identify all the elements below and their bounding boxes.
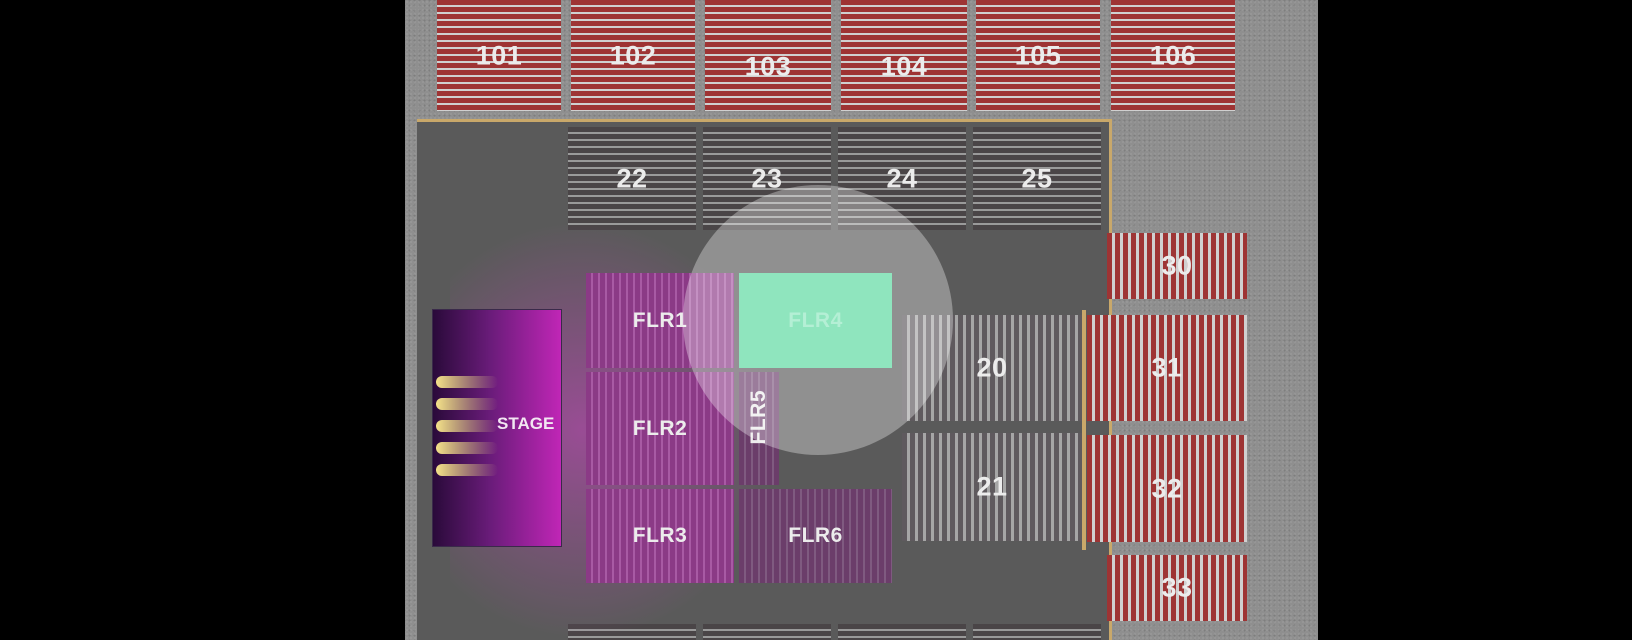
section-flr5[interactable]: FLR5 [739,372,779,485]
section-flr1-label: FLR1 [632,308,688,332]
section-105-label: 105 [1014,40,1062,70]
light-beam [436,442,498,454]
section-25-label: 25 [1021,163,1053,193]
light-beam [436,376,498,388]
section-22[interactable]: 22 [568,127,696,230]
section-23[interactable]: 23 [703,127,831,230]
rail-divider [1082,310,1086,550]
section-21-label: 21 [976,471,1008,502]
bottom-section-c[interactable] [838,624,966,640]
section-30-label: 30 [1161,250,1193,281]
section-30[interactable]: 30 [1107,233,1247,299]
stage-lights-icon [432,372,502,482]
section-20[interactable]: 20 [902,315,1082,421]
section-20-label: 20 [976,352,1008,383]
section-33-label: 33 [1161,572,1193,603]
section-104-label: 104 [880,51,928,82]
section-21[interactable]: 21 [902,433,1082,541]
section-101-label: 101 [475,40,523,70]
section-flr4[interactable]: FLR4 [739,273,892,368]
light-beam [436,398,498,410]
section-103[interactable]: 103 [705,0,831,111]
section-103-label: 103 [744,51,792,82]
section-106-label: 106 [1149,40,1197,70]
light-beam [436,464,498,476]
section-flr3[interactable]: FLR3 [586,489,734,583]
section-105[interactable]: 105 [976,0,1100,111]
section-104[interactable]: 104 [841,0,967,111]
section-flr1[interactable]: FLR1 [586,273,734,368]
section-24[interactable]: 24 [838,127,966,230]
section-24-label: 24 [886,163,918,193]
bottom-section-a[interactable] [568,624,696,640]
section-31[interactable]: 31 [1087,315,1247,421]
section-33[interactable]: 33 [1107,555,1247,621]
section-flr5-label: FLR5 [747,390,770,445]
section-102-label: 102 [609,40,657,70]
section-32-label: 32 [1151,473,1183,503]
section-flr6[interactable]: FLR6 [739,489,892,583]
bottom-section-d[interactable] [973,624,1101,640]
section-102[interactable]: 102 [571,0,695,111]
section-31-label: 31 [1151,352,1183,383]
section-106[interactable]: 106 [1111,0,1235,111]
section-flr6-label: FLR6 [788,524,843,547]
section-flr2-label: FLR2 [632,416,688,440]
light-beam [436,420,498,432]
section-flr4-label: FLR4 [788,308,843,332]
section-32[interactable]: 32 [1087,435,1247,542]
section-101[interactable]: 101 [437,0,561,111]
section-flr3-label: FLR3 [632,524,688,547]
section-25[interactable]: 25 [973,127,1101,230]
stage-label: STAGE [497,414,555,433]
section-23-label: 23 [751,163,783,193]
section-flr2[interactable]: FLR2 [586,372,734,485]
section-22-label: 22 [616,163,648,193]
bottom-section-b[interactable] [703,624,831,640]
